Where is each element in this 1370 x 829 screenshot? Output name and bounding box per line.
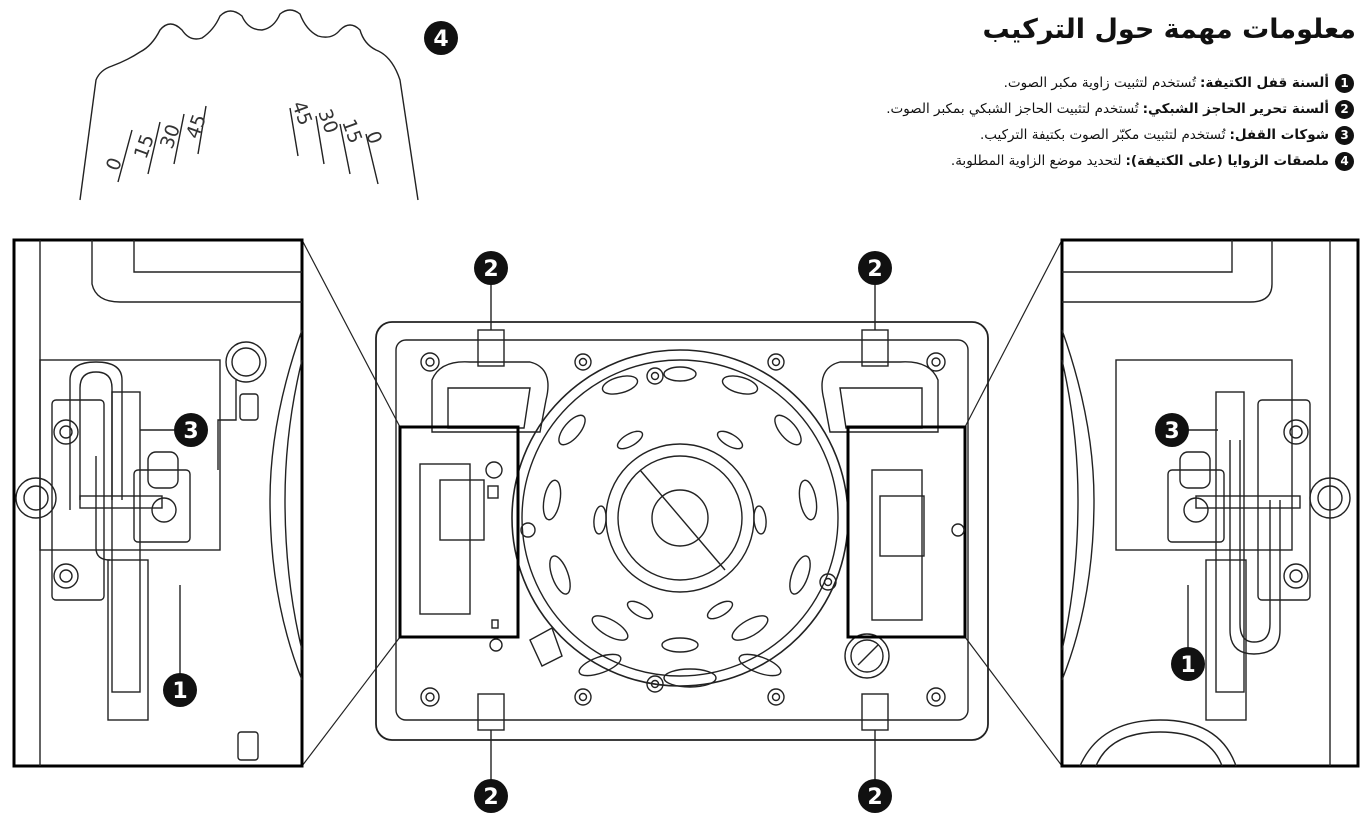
port-slots [542,366,818,688]
callout-1: 1 [163,673,197,707]
svg-text:2: 2 [483,785,498,810]
angle-divider [339,123,351,175]
angle-divider [173,113,185,165]
angle-label-bracket: 0 15 30 45 45 30 15 0 [79,9,419,201]
callout-2: 2 [474,730,508,813]
svg-text:2: 2 [483,257,498,282]
svg-text:1: 1 [172,679,187,704]
callout-1: 1 [1171,647,1205,681]
callout-2: 2 [858,251,892,330]
callout-2: 2 [858,730,892,813]
grille-tab [861,693,889,731]
svg-text:2: 2 [867,257,882,282]
callout-2: 2 [474,251,508,330]
angle-mark-left: 0 [102,155,127,174]
legend-desc: لتحديد موضع الزاوية المطلوبة. [950,153,1122,169]
legend-badge: 2 [1335,99,1354,119]
handle-right [821,361,939,433]
speaker-front [375,321,989,741]
angle-mark-left: 45 [182,111,211,141]
grille-tab [861,329,889,367]
grille-tab [477,693,505,731]
angle-mark-right: 0 [361,128,386,147]
legend-item-2: 2 ألسنة تحرير الحاجز الشبكي: تُستخدم لتث… [714,96,1354,122]
legend-desc: تُستخدم لتثبيت مكبّر الصوت بكتيفة التركي… [980,127,1226,143]
handle-left [431,361,549,433]
knob [844,633,890,679]
angle-divider [147,121,161,175]
svg-text:3: 3 [183,419,198,444]
callout-3: 3 [174,413,208,447]
legend-badge: 4 [1335,151,1354,171]
legend-desc: تُستخدم لتثبيت الحاجز الشبكي بمكبر الصوت… [886,101,1139,117]
svg-text:1: 1 [1180,653,1195,678]
legend-item-1: 1 ألسنة قفل الكتيفة: تُستخدم لتثبيت زاوي… [714,70,1354,96]
angle-mark-left: 15 [130,131,159,161]
legend-term: شوكات القفل: [1229,127,1329,143]
legend-desc: تُستخدم لتثبيت زاوية مكبر الصوت. [1003,75,1196,91]
screws [420,352,946,707]
legend-item-4: 4 ملصقات الزوايا (على الكتيفة): لتحديد م… [714,148,1354,174]
zoom-box-left [398,425,520,639]
angle-divider [365,133,379,185]
legend-list: 1 ألسنة قفل الكتيفة: تُستخدم لتثبيت زاوي… [714,70,1354,174]
legend-badge: 1 [1335,73,1354,93]
svg-text:2: 2 [867,785,882,810]
legend-term: ألسنة قفل الكتيفة: [1199,75,1329,91]
page-title: معلومات مهمة حول التركيب [982,14,1356,45]
zoom-panel-right [1060,238,1360,768]
legend-item-3: 3 شوكات القفل: تُستخدم لتثبيت مكبّر الصو… [714,122,1354,148]
legend-term: ملصقات الزوايا (على الكتيفة): [1125,153,1329,169]
grille-tab [477,329,505,367]
angle-mark-right: 30 [313,106,342,136]
angle-divider [197,105,207,155]
bracket-outline [79,9,419,201]
callout-3: 3 [1155,413,1189,447]
svg-text:3: 3 [1164,419,1179,444]
svg-text:4: 4 [433,27,448,52]
zoom-lines [301,239,1063,767]
legend-badge: 3 [1335,125,1354,145]
angle-mark-right: 45 [287,98,316,128]
angle-divider [315,115,325,165]
angle-divider [117,129,133,183]
legend-term: ألسنة تحرير الحاجز الشبكي: [1142,101,1329,117]
zoom-panel-left [12,238,304,768]
angle-mark-left: 30 [156,121,185,151]
angle-divider [289,107,299,157]
zoom-box-right [846,425,967,639]
angle-mark-right: 15 [337,116,366,146]
callout-4: 4 [424,21,458,55]
